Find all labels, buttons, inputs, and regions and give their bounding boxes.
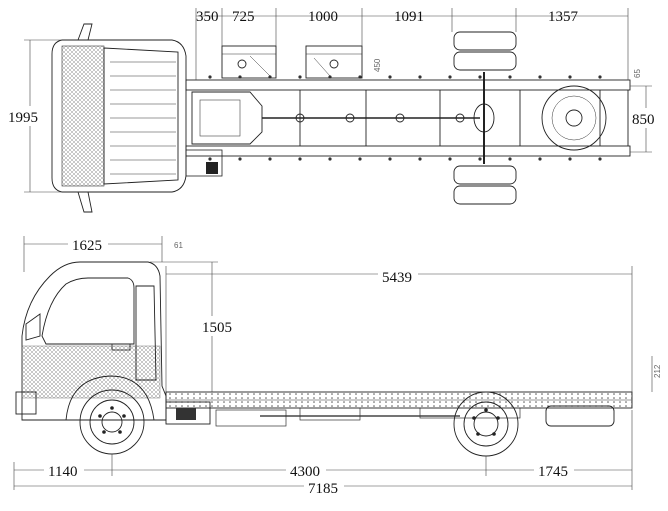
dim-212: 212 [653, 364, 662, 378]
side-cab [15, 261, 167, 421]
side-front-wheel [79, 389, 145, 455]
dim-1995: 1995 [8, 110, 38, 126]
top-drive-shaft [262, 72, 495, 164]
dim-1505: 1505 [202, 320, 232, 336]
top-dimensions: 350 725 1000 1091 1357 1995 850 450 65 [6, 8, 664, 193]
side-frame-rail [165, 391, 633, 427]
top-fuel-tanks [221, 45, 363, 79]
side-dimensions: 1625 61 5439 1505 212 1140 4300 [13, 234, 662, 497]
dim-1000: 1000 [308, 9, 338, 25]
dim-850: 850 [632, 112, 655, 128]
side-rear-wheel [453, 391, 519, 457]
top-rear-wheels [453, 31, 517, 205]
top-view: 350 725 1000 1091 1357 1995 850 450 65 [6, 8, 664, 213]
dim-65: 65 [633, 69, 642, 78]
dim-7185: 7185 [308, 481, 338, 497]
dim-1745: 1745 [538, 464, 568, 480]
dim-1091: 1091 [394, 9, 424, 25]
dim-1625: 1625 [72, 238, 102, 254]
dim-5439: 5439 [382, 270, 412, 286]
dim-450: 450 [373, 58, 382, 72]
dim-1357: 1357 [548, 9, 579, 25]
side-view: 1625 61 5439 1505 212 1140 4300 [13, 234, 662, 497]
top-frame-rails [185, 75, 631, 161]
dim-725: 725 [232, 9, 255, 25]
dim-350: 350 [196, 9, 219, 25]
top-spare-wheel [541, 85, 607, 151]
dim-4300: 4300 [290, 464, 320, 480]
dim-61: 61 [174, 241, 183, 250]
top-engine [185, 91, 263, 177]
dim-1140: 1140 [48, 464, 77, 480]
top-cab [51, 23, 187, 213]
